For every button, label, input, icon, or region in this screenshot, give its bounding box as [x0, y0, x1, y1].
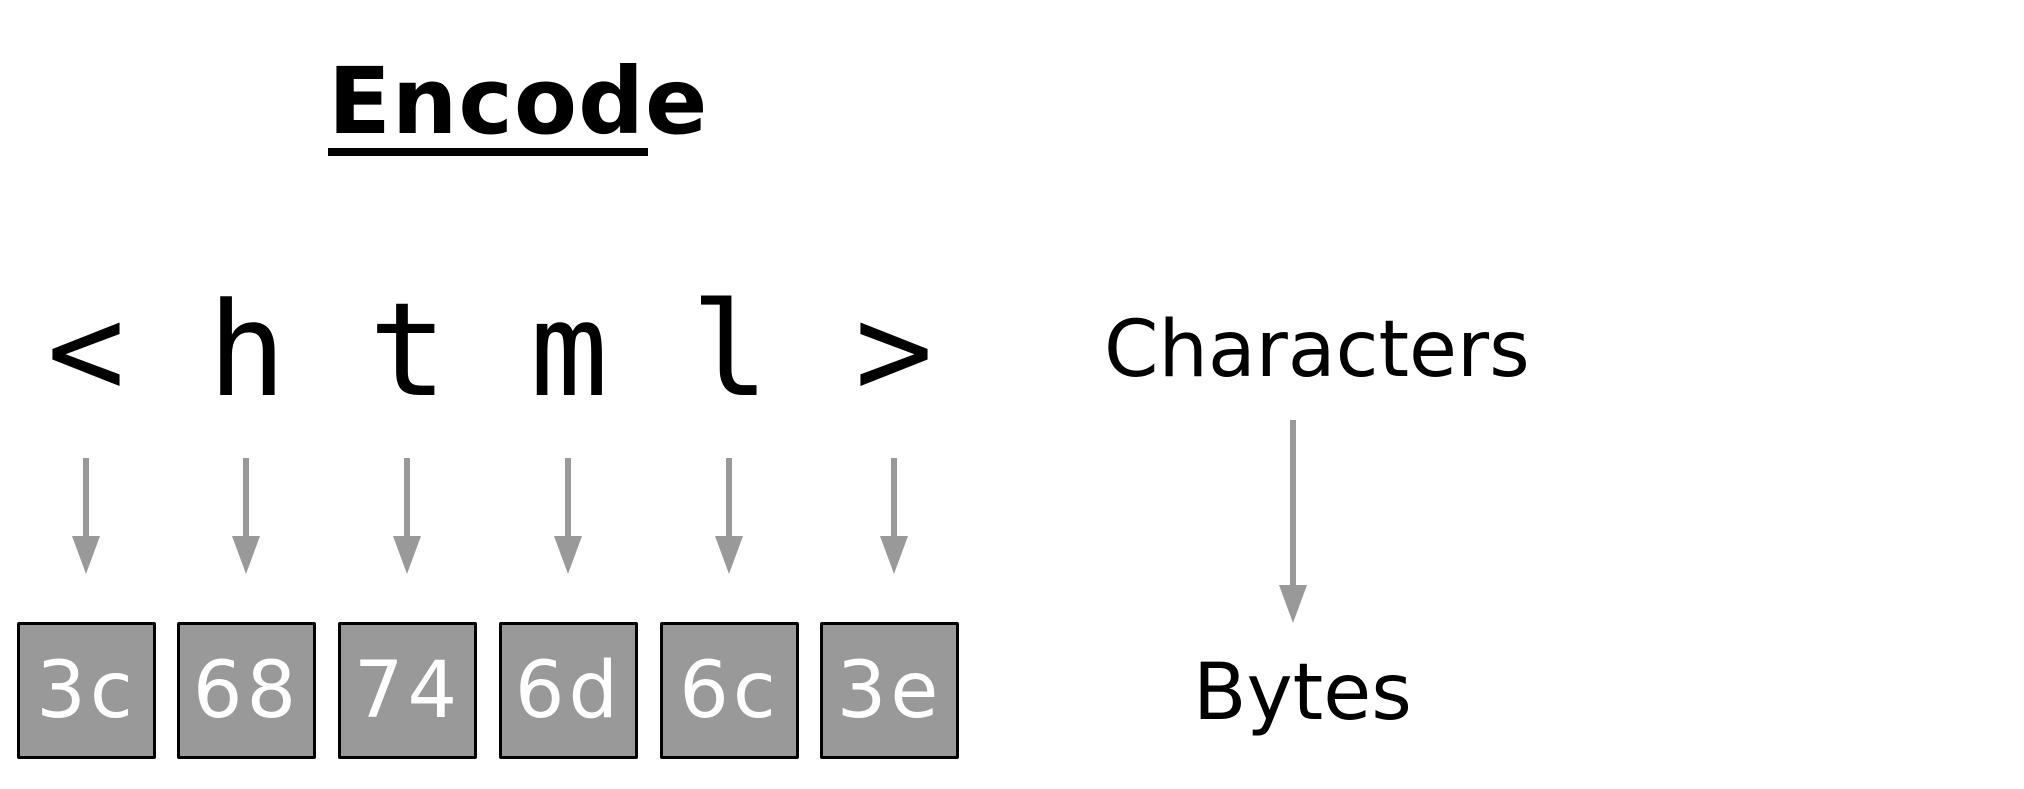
diagram-title: Encode — [328, 48, 709, 155]
arrow-down-icon — [880, 458, 908, 574]
character-m: m — [529, 274, 609, 426]
arrow-down-icon — [715, 458, 743, 574]
bytes-label: Bytes — [1193, 648, 1412, 738]
title-underline — [328, 148, 648, 156]
character-l: l — [690, 274, 770, 426]
byte-box: 6c — [660, 622, 799, 759]
arrow-down-icon — [232, 458, 260, 574]
byte-box: 6d — [499, 622, 638, 759]
byte-box: 3e — [820, 622, 959, 759]
arrow-down-icon — [393, 458, 421, 574]
byte-box: 68 — [177, 622, 316, 759]
character-gt: > — [854, 274, 934, 426]
character-h: h — [207, 274, 287, 426]
byte-box: 74 — [338, 622, 477, 759]
characters-label: Characters — [1104, 305, 1530, 395]
character-lt: < — [46, 274, 126, 426]
arrow-down-icon — [72, 458, 100, 574]
byte-box: 3c — [17, 622, 156, 759]
arrow-down-icon — [1279, 420, 1307, 623]
arrow-down-icon — [554, 458, 582, 574]
character-t: t — [368, 274, 448, 426]
